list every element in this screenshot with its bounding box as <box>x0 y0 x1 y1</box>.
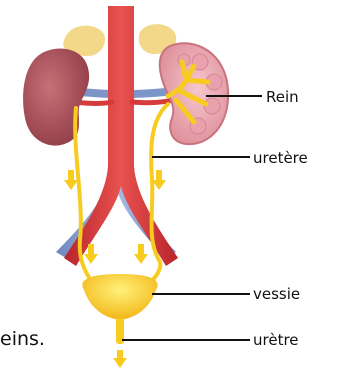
label-uretre: urètre <box>253 331 299 349</box>
label-vessie: vessie <box>253 285 300 303</box>
left-kidney <box>23 49 89 146</box>
label-uretere: uretère <box>253 149 308 167</box>
urine-flow-arrow-icon <box>134 244 148 264</box>
label-rein: Rein <box>266 88 299 106</box>
bladder <box>82 274 157 320</box>
caption-fragment: eins. <box>0 328 45 350</box>
urine-flow-arrow-icon <box>113 350 127 368</box>
